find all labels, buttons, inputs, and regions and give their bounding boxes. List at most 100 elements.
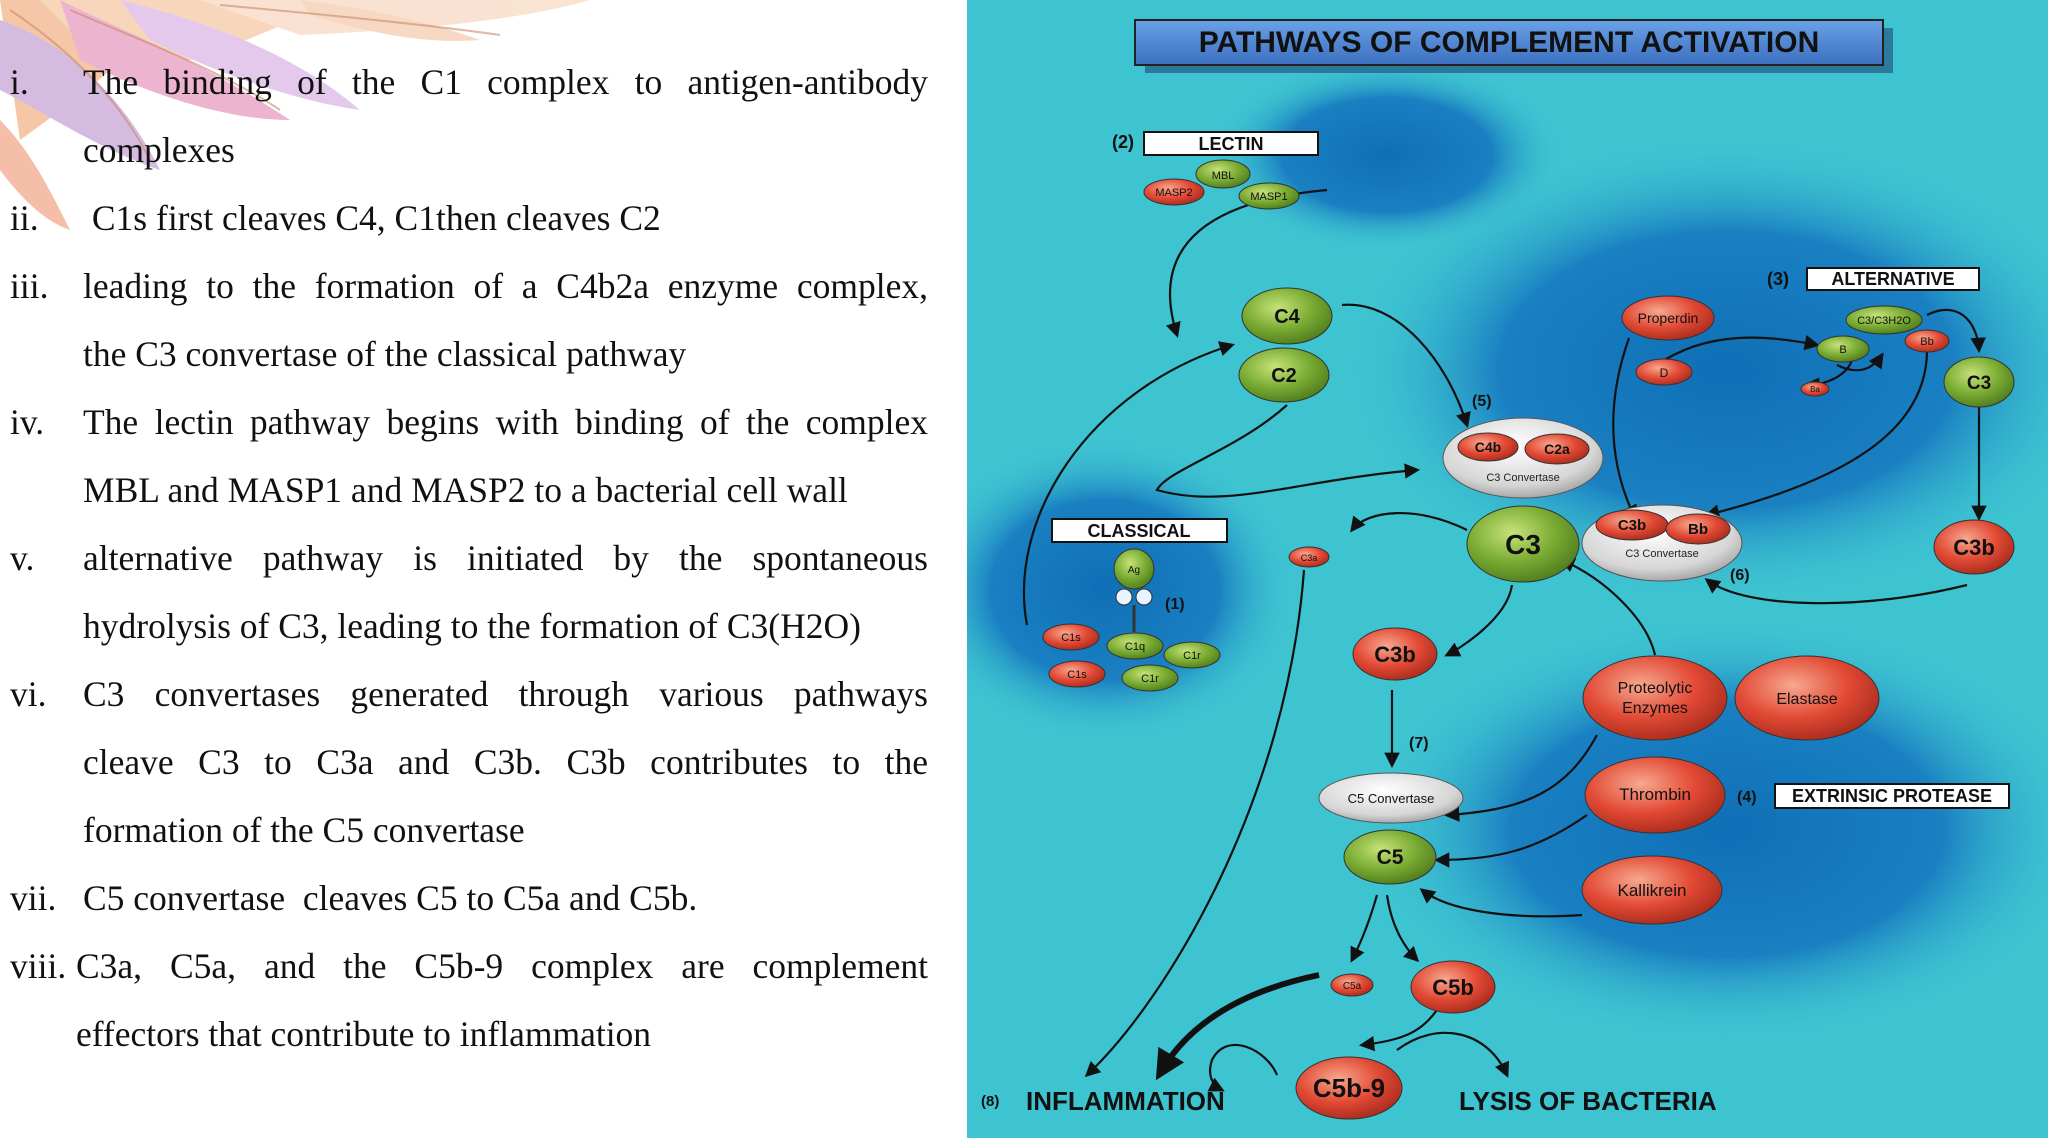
list-number: vii. [10, 878, 57, 918]
properdin-node [1621, 295, 1715, 341]
lectin-label-box [1143, 131, 1319, 156]
c4b-label: C4b [1475, 439, 1501, 455]
list-text: C5 convertase cleaves C5 to C5a and C5b. [83, 878, 698, 918]
list-item: iii. leading to the formation of a C4b2a… [10, 252, 928, 320]
antigen-node [1113, 548, 1155, 590]
ba-node [1800, 381, 1830, 397]
c2-label: C2 [1271, 365, 1297, 387]
lectin-label: LECTIN [1199, 134, 1264, 154]
alternative-step-number: (3) [1767, 269, 1789, 289]
properdin-label: Properdin [1638, 310, 1699, 326]
list-number: viii. [10, 946, 67, 986]
complement-pathway-diagram: PATHWAYS OF COMPLEMENT ACTIVATION [967, 0, 2048, 1138]
list-text: the C3 convertase of the classical pathw… [83, 334, 687, 374]
mbl-node [1195, 159, 1251, 189]
c5-convertase-node [1318, 772, 1464, 824]
thrombin-label: Thrombin [1619, 785, 1691, 804]
extrinsic-region [1367, 620, 2048, 1040]
alt-c3-node [1943, 356, 2015, 408]
masp2-node [1143, 178, 1205, 206]
c5a-node [1330, 973, 1374, 997]
mbl-label: MBL [1212, 170, 1235, 182]
list-text: formation of the C5 convertase [83, 810, 525, 850]
conv6-bb-node [1665, 513, 1731, 545]
alt-c3-label: C3 [1967, 373, 1991, 394]
list-number: iii. [10, 266, 49, 306]
classical-step-number: (1) [1165, 596, 1185, 613]
conv6-step-number: (6) [1730, 567, 1750, 584]
list-item: the C3 convertase of the classical pathw… [10, 320, 928, 388]
alt-c3b-node [1933, 519, 2015, 575]
list-number: ii. [10, 198, 39, 238]
list-number: i. [10, 62, 29, 102]
list-item: ii. C1s first cleaves C4, C1then cleaves… [10, 184, 928, 252]
c3b-label: C3b [1374, 642, 1416, 667]
lysis-label: LYSIS OF BACTERIA [1459, 1086, 1717, 1116]
kallikrein-node [1581, 855, 1723, 925]
list-text: leading to the formation of a C4b2a enzy… [83, 266, 928, 306]
c5b9-node [1295, 1056, 1403, 1120]
diagram-title-box [1134, 19, 1884, 66]
list-item: MBL and MASP1 and MASP2 to a bacterial c… [10, 456, 928, 524]
list-text: The binding of the C1 complex to antigen… [83, 62, 928, 102]
list-item: i. The binding of the C1 complex to anti… [10, 48, 928, 116]
masp1-node [1238, 182, 1300, 210]
list-text: cleave C3 to C3a and C3b. C3b contribute… [83, 742, 928, 782]
bb-node [1904, 329, 1950, 353]
list-text: C3a, C5a, and the C5b-9 complex are comp… [76, 946, 928, 986]
c5b-label: C5b [1432, 975, 1474, 1000]
c4b-node [1457, 432, 1519, 462]
list-number: v. [10, 538, 35, 578]
c2a-label: C2a [1544, 441, 1570, 457]
c1q-label: C1q [1125, 641, 1145, 653]
conv6-bb-label: Bb [1688, 521, 1708, 538]
list-item: iv. The lectin pathway begins with bindi… [10, 388, 928, 456]
diagram-title: PATHWAYS OF COMPLEMENT ACTIVATION [1199, 26, 1820, 59]
list-text: effectors that contribute to inflammatio… [76, 1014, 652, 1054]
c1s-node [1042, 623, 1100, 651]
list-item: viii. C3a, C5a, and the C5b-9 complex ar… [10, 932, 928, 1000]
list-item: hydrolysis of C3, leading to the formati… [10, 592, 928, 660]
step8-number: (8) [981, 1093, 999, 1110]
extrinsic-label: EXTRINSIC PROTEASE [1792, 786, 1992, 806]
c3h2o-node [1845, 305, 1923, 335]
classical-label: CLASSICAL [1088, 521, 1191, 541]
c5-convertase-label: C5 Convertase [1348, 791, 1435, 806]
list-text: C3 convertases generated through various… [83, 674, 928, 714]
factor-d-label: D [1660, 366, 1669, 380]
list-text: The lectin pathway begins with binding o… [83, 402, 928, 442]
c1q-node [1106, 632, 1164, 660]
c4-node [1241, 287, 1333, 345]
conv5-step-number: (5) [1472, 393, 1492, 410]
c1s-label: C1s [1067, 669, 1087, 681]
c5-label: C5 [1377, 846, 1404, 869]
list-item: cleave C3 to C3a and C3b. C3b contribute… [10, 728, 928, 796]
list-item: vi. C3 convertases generated through var… [10, 660, 928, 728]
c1s-label: C1s [1061, 632, 1081, 644]
antibody-node [1115, 588, 1133, 606]
list-item: complexes [10, 116, 928, 184]
classical-region [967, 440, 1295, 740]
c2a-node [1524, 433, 1590, 465]
list-text: alternative pathway is initiated by the … [83, 538, 928, 578]
extrinsic-label-box [1774, 783, 2010, 809]
list-text: complexes [83, 130, 235, 170]
list-number: iv. [10, 402, 45, 442]
thrombin-node [1584, 756, 1726, 834]
c4-label: C4 [1274, 306, 1300, 328]
alternative-label: ALTERNATIVE [1831, 269, 1954, 289]
c2-node [1238, 347, 1330, 403]
classical-label-box [1051, 518, 1228, 543]
inflammation-label: INFLAMMATION [1026, 1086, 1225, 1116]
kallikrein-label: Kallikrein [1618, 881, 1687, 900]
conv6-c3b-label: C3b [1618, 517, 1646, 534]
c3b-node [1352, 627, 1438, 681]
step7-number: (7) [1409, 735, 1429, 752]
lectin-step-number: (2) [1112, 132, 1134, 152]
slide-text: i. The binding of the C1 complex to anti… [10, 48, 928, 1068]
c5-node [1343, 829, 1437, 885]
list-item: effectors that contribute to inflammatio… [10, 1000, 928, 1068]
factor-b-node [1816, 335, 1870, 363]
conv6-label: C3 Convertase [1625, 548, 1698, 560]
alt-c3b-label: C3b [1953, 535, 1995, 560]
